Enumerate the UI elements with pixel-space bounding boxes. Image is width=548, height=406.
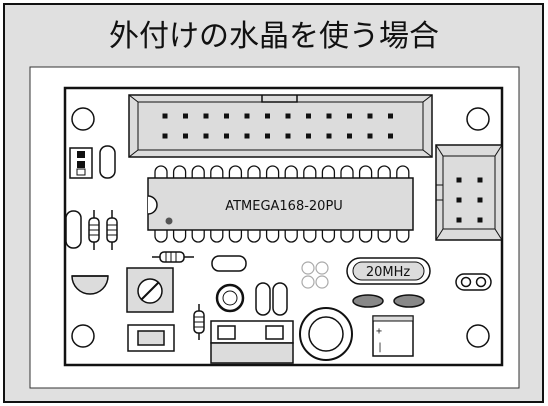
chip-pin-top bbox=[154, 165, 168, 178]
chip-pin-top bbox=[377, 165, 391, 178]
polarity-plus: + bbox=[376, 326, 382, 337]
capacitor-c3 bbox=[211, 255, 247, 272]
isp-header bbox=[435, 144, 503, 241]
idc-pin bbox=[162, 133, 168, 139]
power-pins bbox=[455, 273, 492, 291]
idc-pin bbox=[367, 133, 373, 139]
chip-pin-bottom bbox=[265, 230, 280, 243]
diagram-title: 外付けの水晶を使う場合 bbox=[109, 19, 439, 54]
idc-pin bbox=[285, 133, 291, 139]
idc-pin bbox=[224, 113, 229, 119]
chip-label: ATMEGA168-20PU bbox=[225, 199, 343, 214]
chip-pin-top bbox=[284, 165, 298, 178]
idc-pin bbox=[367, 113, 373, 119]
idc-pin bbox=[183, 133, 188, 139]
microcontroller-chip: ATMEGA168-20PU bbox=[147, 165, 414, 243]
isp-pin bbox=[477, 177, 483, 183]
idc-pin bbox=[203, 113, 209, 119]
idc-pin bbox=[265, 113, 270, 119]
isp-header-pins bbox=[456, 177, 483, 223]
led-cluster bbox=[301, 261, 329, 289]
power-jack bbox=[210, 320, 294, 364]
chip-pin-top bbox=[358, 165, 373, 178]
idc-pin bbox=[306, 113, 311, 119]
idc-pin bbox=[347, 113, 352, 119]
chip-pin-bottom bbox=[284, 230, 298, 243]
chip-pin-bottom bbox=[172, 230, 187, 243]
capacitor-c2 bbox=[65, 210, 82, 249]
chip-pins-bottom bbox=[154, 230, 410, 243]
trimmer-potentiometer bbox=[126, 267, 174, 313]
mounting-hole-bl bbox=[71, 324, 95, 348]
crystal-oscillator: 20MHz bbox=[346, 257, 431, 285]
idc-pin bbox=[347, 133, 352, 139]
chip-pin-top bbox=[340, 165, 354, 178]
pin1-marker bbox=[165, 217, 173, 225]
small-switch bbox=[127, 324, 175, 352]
chip-pin-bottom bbox=[247, 230, 261, 243]
isp-pin bbox=[477, 217, 483, 223]
idc-pin bbox=[224, 133, 229, 139]
crystal-label: 20MHz bbox=[366, 265, 411, 280]
idc-pin bbox=[183, 113, 188, 119]
chip-pin-top bbox=[172, 165, 187, 178]
isp-pin bbox=[456, 177, 462, 183]
chip-pin-top bbox=[228, 165, 243, 178]
chip-pin-top bbox=[191, 165, 205, 178]
chip-pins-top bbox=[154, 165, 410, 178]
chip-pin-top bbox=[303, 165, 317, 178]
isp-pin bbox=[477, 197, 483, 203]
electrolytic-capacitor-large bbox=[299, 307, 353, 361]
chip-pin-bottom bbox=[340, 230, 354, 243]
chip-pin-bottom bbox=[191, 230, 205, 243]
isp-pin bbox=[456, 197, 462, 203]
chip-pin-bottom bbox=[210, 230, 224, 243]
capacitor-c5 bbox=[272, 282, 288, 316]
load-capacitor-2 bbox=[393, 294, 425, 308]
idc-pin bbox=[326, 133, 332, 139]
resistor-pair bbox=[88, 210, 118, 250]
idc-pin bbox=[326, 113, 332, 119]
capacitor-c4 bbox=[255, 282, 271, 316]
mounting-hole-br bbox=[466, 324, 490, 348]
chip-pin-top bbox=[321, 165, 336, 178]
voltage-regulator bbox=[71, 275, 109, 295]
chip-pin-top bbox=[396, 165, 410, 178]
resistor-vertical-lower bbox=[193, 304, 205, 340]
capacitor-c1 bbox=[99, 145, 116, 179]
chip-pin-bottom bbox=[358, 230, 373, 243]
chip-pin-top bbox=[247, 165, 261, 178]
chip-pin-top bbox=[265, 165, 280, 178]
isp-pin bbox=[456, 217, 462, 223]
idc-pin bbox=[203, 133, 209, 139]
chip-pin-bottom bbox=[154, 230, 168, 243]
idc-pin bbox=[388, 133, 393, 139]
idc-pin bbox=[265, 133, 270, 139]
chip-pin-bottom bbox=[228, 230, 243, 243]
idc-pin bbox=[388, 113, 393, 119]
resistor-horizontal bbox=[152, 251, 194, 263]
idc-pin bbox=[244, 133, 250, 139]
chip-pin-top bbox=[210, 165, 224, 178]
chip-pin-bottom bbox=[396, 230, 410, 243]
polarity-minus: | bbox=[377, 342, 383, 353]
load-capacitor-1 bbox=[352, 294, 384, 308]
mounting-hole-tl bbox=[71, 107, 95, 131]
mounting-hole-tr bbox=[466, 107, 490, 131]
idc-pin bbox=[306, 133, 311, 139]
jumper-pins bbox=[69, 147, 93, 179]
polarized-capacitor: + | bbox=[372, 315, 414, 357]
idc-pin bbox=[162, 113, 168, 119]
chip-pin-bottom bbox=[321, 230, 336, 243]
idc-header-pins bbox=[162, 113, 393, 139]
chip-pin-bottom bbox=[303, 230, 317, 243]
idc-pin bbox=[285, 113, 291, 119]
idc-pin bbox=[244, 113, 250, 119]
idc-header bbox=[128, 94, 433, 158]
chip-pin-bottom bbox=[377, 230, 391, 243]
